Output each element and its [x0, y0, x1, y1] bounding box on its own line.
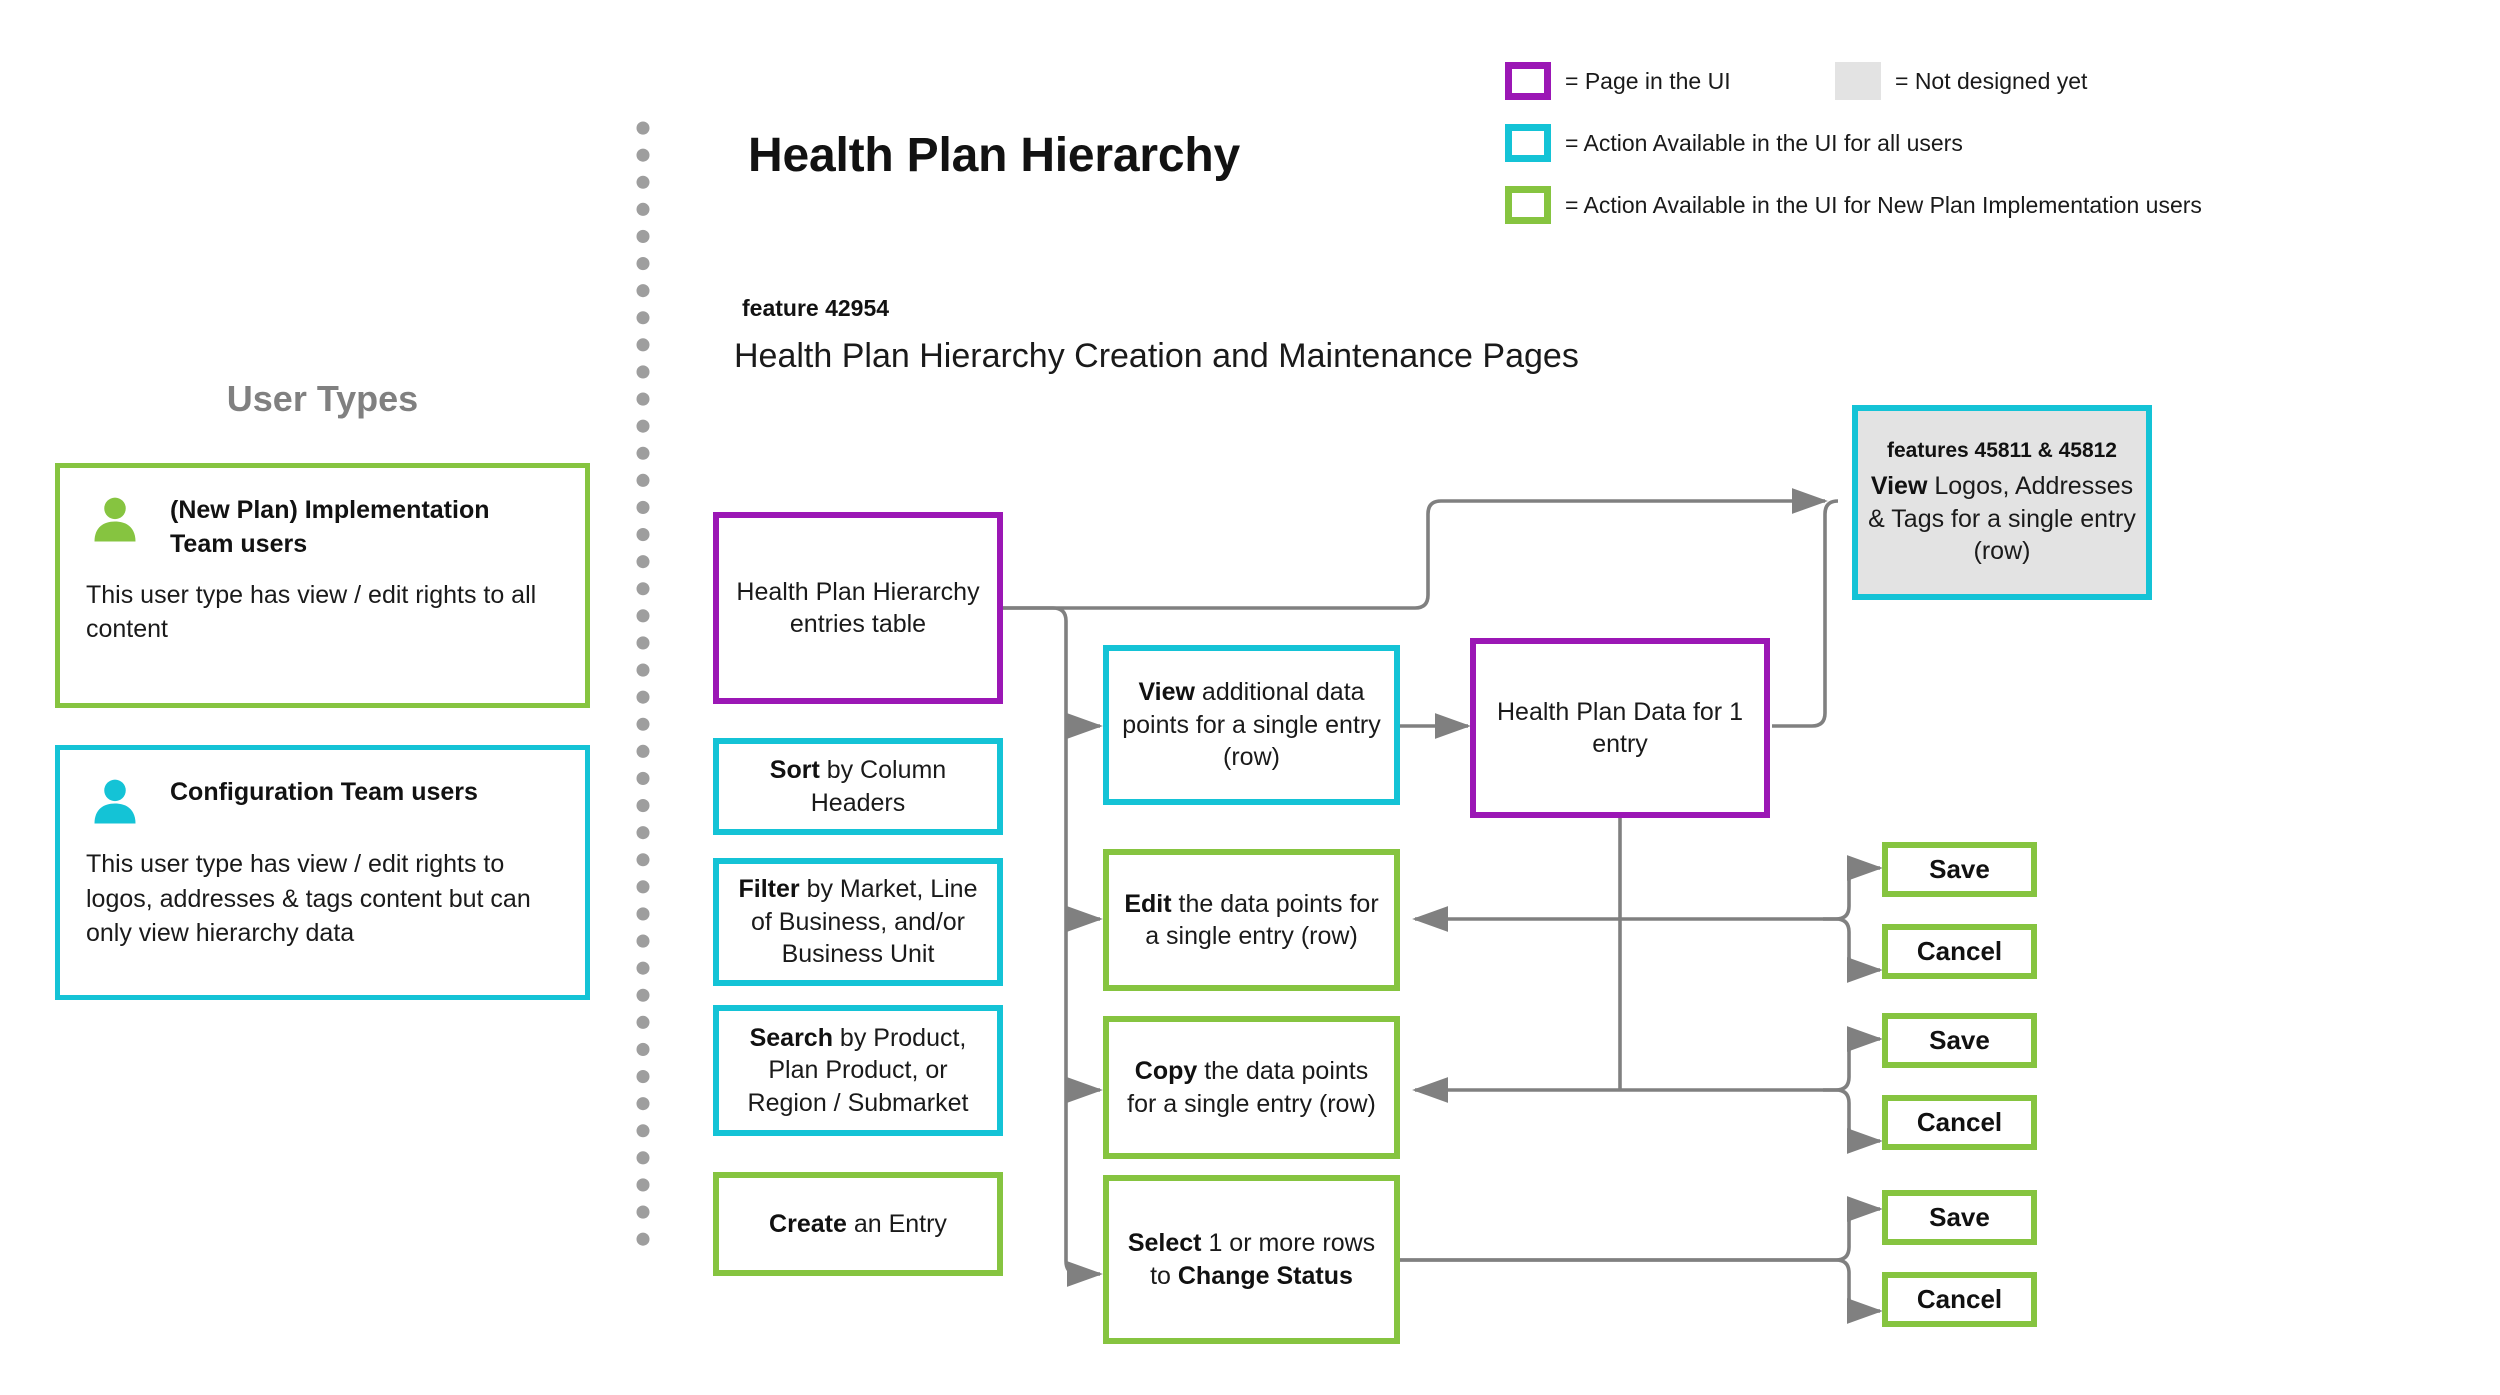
node-label-rest: by Market, Line of Business, and/or Busi… [750, 875, 978, 969]
node-sort-by-column-headers[interactable]: Sort by Column Headers [713, 738, 1003, 835]
user-type-name: Configuration Team users [170, 778, 478, 806]
user-card-header: Configuration Team users [60, 750, 585, 831]
node-label-bold2: Change Status [1177, 1261, 1353, 1290]
node-label-bold: Edit [1124, 889, 1172, 918]
button-label: Cancel [1916, 1283, 2003, 1314]
node-label-rest: additional data points for a single entr… [1122, 678, 1381, 772]
user-type-description: This user type has view / edit rights to… [86, 850, 531, 947]
node-label: View additional data points for a single… [1109, 672, 1394, 778]
node-edit-data-points[interactable]: Edit the data points for a single entry … [1103, 849, 1400, 991]
person-icon [86, 494, 144, 549]
vertical-dotted-divider [636, 121, 650, 1259]
button-label: Save [1929, 1201, 1990, 1232]
node-label-bold: View [1870, 472, 1928, 501]
node-view-additional-data-points[interactable]: View additional data points for a single… [1103, 645, 1400, 805]
button-label: Save [1929, 1024, 1990, 1055]
legend-label-action-new-plan: = Action Available in the UI for New Pla… [1565, 191, 2202, 218]
node-label-bold: View [1138, 678, 1195, 707]
page-title: Health Plan Hierarchy [748, 129, 1240, 182]
cancel-button-select[interactable]: Cancel [1882, 1272, 2037, 1327]
node-label-rest: Logos, Addresses & Tags for a single ent… [1868, 472, 2136, 566]
legend-item-action-new-plan: = Action Available in the UI for New Pla… [1505, 186, 2202, 224]
cancel-button-copy[interactable]: Cancel [1882, 1095, 2037, 1150]
feature-label: feature 42954 [742, 295, 890, 321]
user-types-heading: User Types [226, 378, 419, 419]
legend-swatch-purple [1505, 62, 1551, 100]
node-hierarchy-entries-table[interactable]: Health Plan Hierarchy entries table [713, 512, 1003, 704]
node-label: Copy the data points for a single entry … [1109, 1051, 1394, 1124]
node-label-bold: Search [749, 1023, 833, 1052]
save-button-copy[interactable]: Save [1882, 1013, 2037, 1068]
cancel-button-edit[interactable]: Cancel [1882, 924, 2037, 979]
legend-label-not-designed: = Not designed yet [1895, 67, 2088, 94]
node-create-an-entry[interactable]: Create an Entry [713, 1172, 1003, 1276]
node-label: Edit the data points for a single entry … [1109, 884, 1394, 957]
node-label-rest: the data points for a single entry (row) [1127, 1057, 1376, 1118]
node-view-logos-addresses-tags[interactable]: features 45811 & 45812 View Logos, Addre… [1852, 405, 2152, 600]
node-select-rows-change-status[interactable]: Select 1 or more rows to Change Status [1103, 1175, 1400, 1344]
user-type-description: This user type has view / edit rights to… [86, 580, 537, 644]
node-label-bold: Filter [738, 875, 800, 904]
user-type-card-configuration: Configuration Team users This user type … [55, 745, 590, 1000]
user-type-name: (New Plan) Implementation Team users [170, 496, 490, 558]
legend-item-not-designed: = Not designed yet [1835, 62, 2087, 100]
node-label: Search by Product, Plan Product, or Regi… [719, 1018, 997, 1124]
node-label-mid: 1 or more rows to [1150, 1229, 1376, 1290]
legend-item-action-all-users: = Action Available in the UI for all use… [1505, 124, 1963, 162]
legend-swatch-cyan [1505, 124, 1551, 162]
legend-label-action-all-users: = Action Available in the UI for all use… [1565, 129, 1963, 156]
save-button-edit[interactable]: Save [1882, 842, 2037, 897]
button-label: Cancel [1916, 935, 2003, 966]
node-label: Health Plan Data for 1 entry [1497, 697, 1743, 759]
save-button-select[interactable]: Save [1882, 1190, 2037, 1245]
button-label: Cancel [1916, 1106, 2003, 1137]
legend-swatch-gray [1835, 62, 1881, 100]
button-label: Save [1929, 853, 1990, 884]
node-label-bold: Create [769, 1209, 847, 1238]
node-label: Health Plan Hierarchy entries table [736, 577, 980, 639]
node-label-bold: Select [1127, 1229, 1202, 1257]
node-label-rest: the data points for a single entry (row) [1145, 889, 1379, 951]
node-label-rest: by Column Headers [810, 756, 947, 817]
node-label-rest: an Entry [846, 1209, 947, 1238]
legend-label-page-in-ui: = Page in the UI [1565, 67, 1731, 94]
user-card-header: (New Plan) Implementation Team users [60, 468, 585, 562]
page-subtitle: Health Plan Hierarchy Creation and Maint… [734, 337, 1579, 375]
node-label: Sort by Column Headers [719, 750, 997, 823]
legend-swatch-green [1505, 186, 1551, 224]
node-label-bold: Sort [769, 756, 820, 784]
node-label: features 45811 & 45812 View Logos, Addre… [1858, 433, 2146, 572]
node-label: Select 1 or more rows to Change Status [1109, 1223, 1394, 1296]
legend-item-page-in-ui: = Page in the UI [1505, 62, 1731, 100]
node-label: Create an Entry [719, 1204, 997, 1245]
node-health-plan-data-for-1-entry[interactable]: Health Plan Data for 1 entry [1470, 638, 1770, 818]
node-search-by-product[interactable]: Search by Product, Plan Product, or Regi… [713, 1005, 1003, 1136]
node-label-bold: Copy [1134, 1057, 1198, 1085]
user-type-card-implementation: (New Plan) Implementation Team users Thi… [55, 463, 590, 708]
node-copy-data-points[interactable]: Copy the data points for a single entry … [1103, 1016, 1400, 1159]
person-icon [86, 776, 144, 831]
node-label-rest: by Product, Plan Product, or Region / Su… [747, 1023, 969, 1117]
node-filter-by-market[interactable]: Filter by Market, Line of Business, and/… [713, 858, 1003, 986]
node-feature-label: features 45811 & 45812 [1886, 439, 2117, 463]
node-label: Filter by Market, Line of Business, and/… [719, 869, 997, 975]
